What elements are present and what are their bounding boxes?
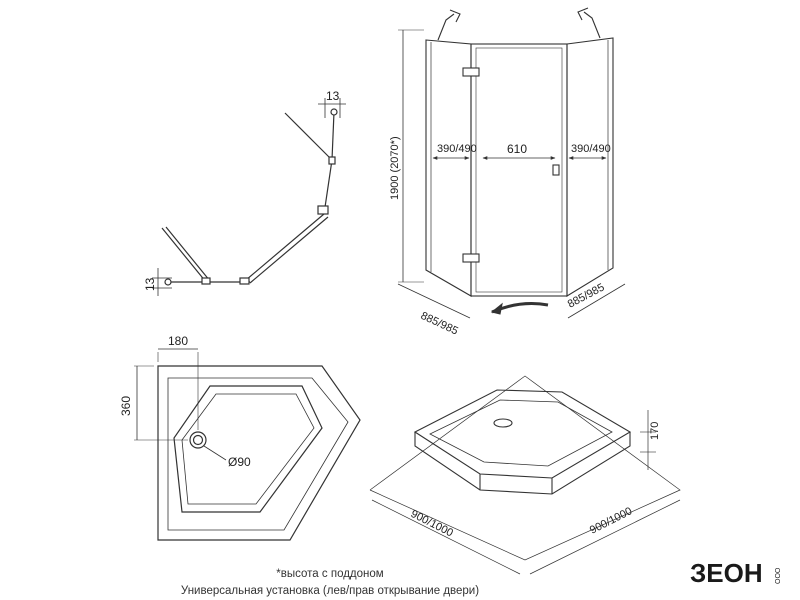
door-panel (470, 43, 568, 297)
wall-bracket-left (437, 9, 461, 41)
base-left-label: 885/985 (419, 310, 460, 338)
leader (203, 445, 227, 461)
door-width-label: 610 (507, 142, 527, 156)
tray-rim (167, 377, 349, 531)
iso-side-right-label: 900/1000 (588, 505, 634, 537)
right-glass-panel (566, 37, 614, 297)
right-wall-line (284, 112, 333, 161)
door-swing-arrowhead (490, 302, 503, 315)
tray-outer (157, 365, 361, 541)
iso-drain (493, 418, 513, 428)
height-label: 1900 (2070*) (389, 136, 401, 200)
drain-outer (189, 431, 207, 449)
right-panel-line (331, 111, 335, 161)
base-right-label: 885/985 (566, 281, 607, 310)
install-note: Универсальная установка (лев/прав открыв… (180, 585, 480, 597)
side-right-dim (529, 499, 681, 575)
front-view (397, 7, 626, 319)
iso-side-left-label: 900/1000 (409, 508, 455, 540)
logo-text: ЗЕОН (690, 558, 763, 588)
handle-box (317, 205, 329, 215)
iso-height-label: 170 (649, 422, 661, 440)
hinge-box (328, 156, 336, 165)
hinge-box (239, 277, 250, 285)
door-handle[interactable] (552, 164, 560, 176)
drain-inner (192, 434, 204, 446)
base-right-dim (567, 283, 626, 319)
height-note: *высота с поддоном (276, 568, 384, 580)
zeon-logo: ЗЕОН ООО (688, 556, 794, 588)
top-dim-label: 13 (326, 89, 340, 103)
tray-basin (173, 385, 323, 513)
logo-mark: ЗЕОН ООО (690, 558, 782, 588)
right-panel-label: 390/490 (571, 143, 611, 155)
tray-basin-edge (429, 399, 613, 467)
left-dim-label: 13 (143, 277, 157, 291)
wall-bracket-right (577, 7, 601, 39)
tray-basin-inner (181, 393, 315, 505)
side-left-dim (371, 499, 521, 575)
left-panel-label: 390/490 (437, 143, 477, 155)
base-left-dim (397, 283, 471, 319)
door-hinge-bottom (462, 253, 480, 263)
door-glass (475, 47, 563, 293)
tray-dim-y-label: 360 (119, 396, 133, 416)
door-hinge-top (462, 67, 480, 77)
profile-end (164, 278, 172, 286)
tray-dim-x-label: 180 (168, 334, 188, 348)
tray-isometric (369, 375, 681, 575)
right-link-line (323, 159, 333, 215)
door-panel-line-inner (249, 216, 329, 284)
door-panel-line (245, 213, 325, 281)
drain-label: Ø90 (228, 455, 251, 469)
hinge-box (201, 277, 211, 285)
floor-outline (369, 375, 681, 561)
left-panel-line-inner (165, 226, 211, 282)
profile-end (330, 108, 338, 116)
logo-suffix: ООО (775, 567, 782, 584)
top-view (152, 98, 346, 296)
tray-sides (414, 432, 631, 495)
tray-plan (134, 348, 361, 541)
left-panel-line (161, 227, 207, 283)
